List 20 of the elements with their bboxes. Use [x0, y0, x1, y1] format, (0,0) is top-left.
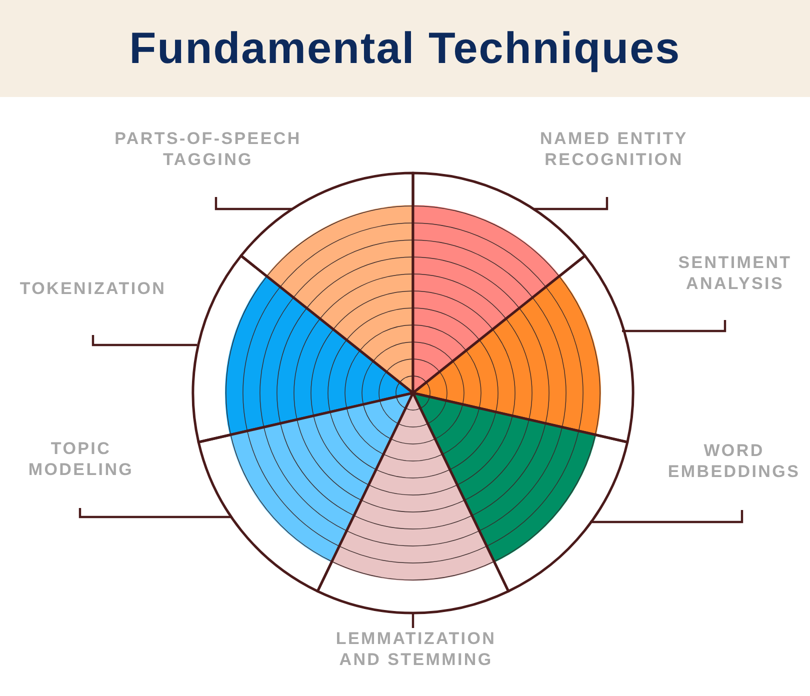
- chart-sector: [192, 254, 414, 444]
- chart-sector: [412, 392, 629, 592]
- chart-sector: [197, 392, 414, 592]
- leader-line: [78, 508, 232, 518]
- technique-label: PARTS-OF-SPEECH TAGGING: [114, 128, 302, 170]
- chart-sector: [316, 392, 510, 614]
- technique-label: TOKENIZATION: [20, 278, 166, 299]
- leader-line: [533, 197, 608, 210]
- technique-label: WORD EMBEDDINGS: [666, 440, 802, 482]
- leader-line: [92, 335, 197, 346]
- technique-label: SENTIMENT ANALYSIS: [677, 252, 793, 294]
- title: Fundamental Techniques: [129, 26, 681, 70]
- leader-line: [590, 510, 744, 524]
- leader-line: [214, 197, 293, 210]
- technique-label: NAMED ENTITY RECOGNITION: [539, 128, 689, 170]
- technique-label: TOPIC MODELING: [27, 438, 135, 480]
- leader-line: [412, 613, 414, 628]
- chart-sector: [412, 254, 634, 444]
- leader-line: [622, 320, 726, 332]
- technique-label: LEMMATIZATION AND STEMMING: [334, 628, 498, 670]
